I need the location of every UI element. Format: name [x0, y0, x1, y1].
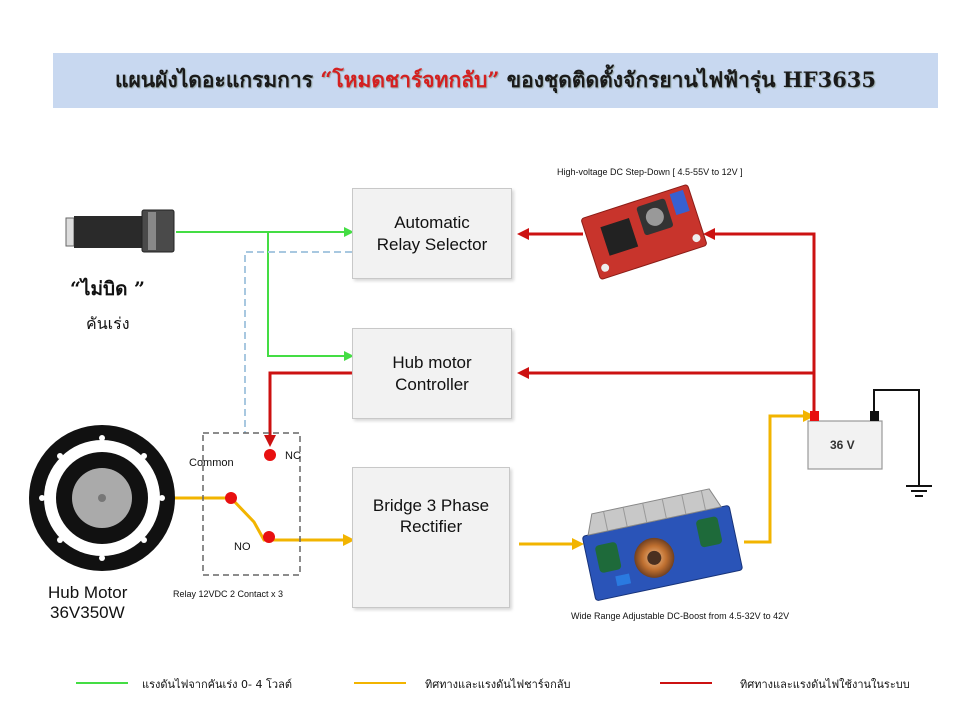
- battery-positive-terminal: [810, 411, 819, 421]
- rectifier-label-2: Rectifier: [399, 517, 463, 537]
- throttle-sublabel: คันเร่ง: [86, 314, 130, 333]
- legend-orange-text: ทิศทางและแรงดันไฟชาร์จกลับ: [425, 678, 571, 691]
- throttle-label: “ไม่บิด ”: [70, 278, 145, 300]
- relay-nc-label: NC: [285, 450, 301, 462]
- legend-orange-swatch: [354, 682, 406, 684]
- throttle-signal-lines: [176, 227, 354, 361]
- legend-red-text: ทิศทางและแรงดันไฟใช้งานในระบบ: [740, 678, 910, 691]
- title-highlight: “โหมดชาร์จทกลับ”: [320, 67, 500, 92]
- title-part-1: แผนผังไดอะแกรมการ: [114, 67, 321, 92]
- legend-green-text: แรงดันไฟจากคันเร่ง 0- 4 โวลต์: [142, 678, 292, 691]
- ground-wire: [873, 389, 920, 486]
- battery-negative-terminal: [870, 411, 879, 421]
- hub-motor-rating: 36V350W: [50, 603, 125, 622]
- rectifier-box: Bridge 3 Phase Rectifier: [352, 467, 510, 608]
- step-down-module-icon: [581, 184, 707, 280]
- boost-module-icon: [582, 488, 743, 601]
- step-down-label: High-voltage DC Step-Down [ 4.5-55V to 1…: [557, 167, 743, 177]
- title-bar: แผนผังไดอะแกรมการ “โหมดชาร์จทกลับ” ของชุ…: [53, 53, 938, 108]
- relay-caption: Relay 12VDC 2 Contact x 3: [173, 589, 284, 599]
- relay-selector-box: Automatic Relay Selector: [352, 188, 512, 279]
- system-power-lines: [264, 228, 816, 447]
- legend-red-swatch: [660, 682, 712, 684]
- battery-label: 36 V: [830, 438, 855, 452]
- hub-motor-icon: [29, 425, 175, 571]
- throttle-grip-icon: [65, 209, 175, 253]
- relay-common-label: Common: [189, 457, 234, 469]
- legend-green-swatch: [76, 682, 128, 684]
- relay-common-contact: [225, 492, 237, 504]
- title-part-2: ของชุดติดตั้งจักรยานไฟฟ้ารุ่น HF3635: [499, 67, 877, 92]
- hub-motor-label: Hub Motor: [48, 583, 128, 602]
- relay-selector-label-1: Automatic: [394, 213, 470, 233]
- hub-controller-label-2: Controller: [395, 374, 469, 394]
- relay-nc-contact: [264, 449, 276, 461]
- relay-no-contact: [263, 531, 275, 543]
- hub-controller-label-1: Hub motor: [392, 353, 472, 373]
- charge-return-lines: [174, 410, 815, 550]
- battery-box: [807, 420, 883, 470]
- relay-no-label: NO: [234, 541, 251, 553]
- boost-label: Wide Range Adjustable DC-Boost from 4.5-…: [571, 611, 790, 621]
- rectifier-label-1: Bridge 3 Phase: [372, 496, 490, 515]
- relay-control-dashed-line: [244, 251, 352, 433]
- diagram-title: แผนผังไดอะแกรมการ “โหมดชาร์จทกลับ” ของชุ…: [115, 64, 876, 97]
- relay-selector-label-2: Relay Selector: [376, 234, 488, 254]
- ground-icon: [906, 485, 932, 497]
- hub-controller-box: Hub motor Controller: [352, 328, 512, 419]
